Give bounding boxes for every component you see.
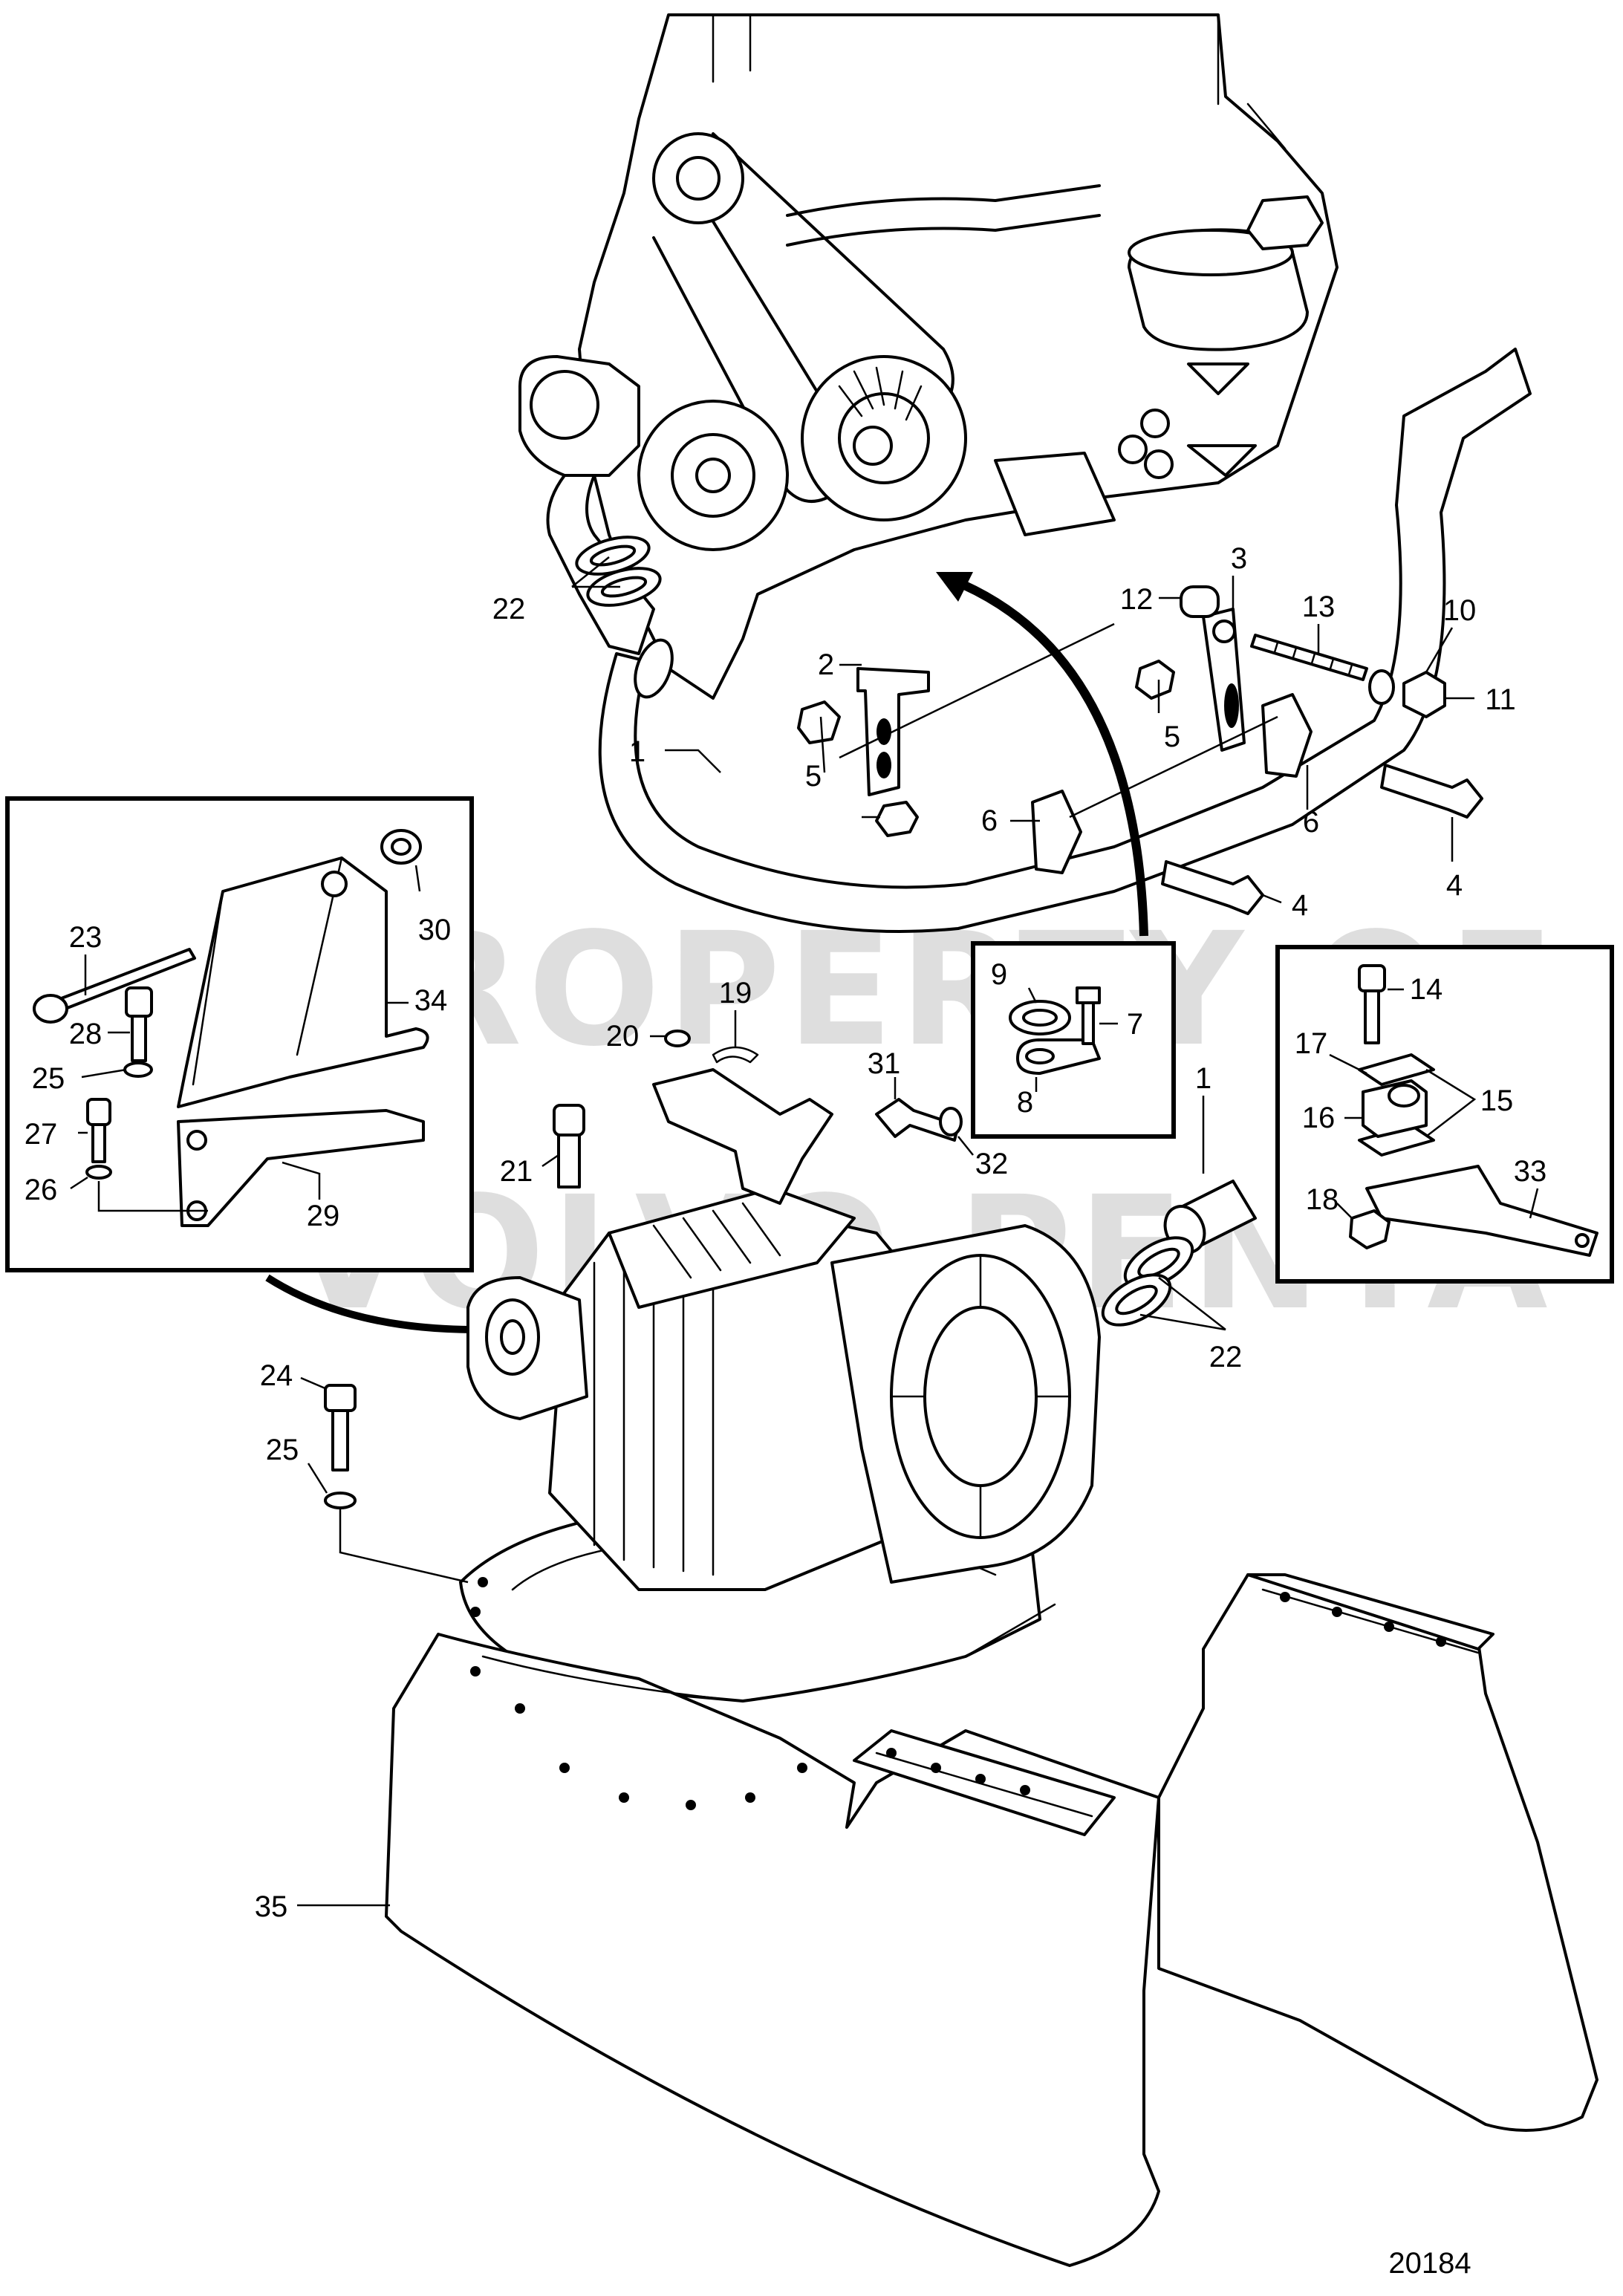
engine-hose-upper xyxy=(786,184,1101,247)
bracket-33 xyxy=(1365,1165,1598,1257)
spacer-12 xyxy=(1180,585,1220,618)
callout-6-right: 6 xyxy=(1303,806,1319,839)
mount-frame-35 xyxy=(385,1573,1598,2267)
callout-21: 21 xyxy=(500,1155,533,1188)
leader-lines xyxy=(70,556,1539,1907)
callout-8: 8 xyxy=(1017,1086,1033,1119)
callout-20: 20 xyxy=(606,1020,640,1053)
bracket-29 xyxy=(177,1109,425,1227)
callout-22-lower: 22 xyxy=(1209,1341,1243,1373)
callout-27: 27 xyxy=(25,1118,58,1151)
callout-18: 18 xyxy=(1306,1183,1339,1216)
callout-1-lower: 1 xyxy=(1195,1062,1211,1095)
engine-assembly xyxy=(518,13,1339,700)
bolt-4-right xyxy=(1380,764,1483,819)
bracket-34 xyxy=(177,856,429,1108)
callout-7: 7 xyxy=(1127,1008,1143,1041)
hose-1-body xyxy=(598,348,1532,933)
callout-9: 9 xyxy=(991,958,1007,991)
callout-14: 14 xyxy=(1410,973,1443,1006)
inset-box-left xyxy=(5,796,474,1272)
callout-11: 11 xyxy=(1485,683,1516,716)
callout-4-left: 4 xyxy=(1292,889,1308,922)
callout-6-left: 6 xyxy=(981,804,998,837)
gearbox-assembly xyxy=(324,1030,1257,1703)
callout-25-inset: 25 xyxy=(32,1062,65,1095)
callout-29: 29 xyxy=(307,1200,340,1232)
callout-30: 30 xyxy=(418,914,452,946)
callout-23: 23 xyxy=(69,921,103,954)
callout-1-upper: 1 xyxy=(629,735,645,768)
callout-4-right: 4 xyxy=(1446,869,1463,902)
hose-clamps-22-upper xyxy=(575,536,662,607)
callouts: 1 1 2 3 4 4 5 5 6 6 7 8 9 10 11 12 13 14… xyxy=(25,542,1547,1923)
drawing-number: 20184 xyxy=(1388,2247,1471,2280)
callout-26: 26 xyxy=(25,1174,58,1206)
mount-front-face xyxy=(385,1633,1160,2267)
stud-13 xyxy=(1250,634,1368,681)
callout-15: 15 xyxy=(1480,1084,1514,1117)
inset-box-center xyxy=(971,941,1176,1139)
callout-3: 3 xyxy=(1231,542,1247,575)
callout-34: 34 xyxy=(414,984,448,1017)
gearbox-top-cover xyxy=(608,1187,856,1309)
arrow-inset-to-gearbox xyxy=(265,1274,476,1333)
callout-16: 16 xyxy=(1302,1102,1336,1134)
callout-35: 35 xyxy=(255,1890,288,1923)
mount-right-leg xyxy=(1157,1573,1598,2132)
callout-17: 17 xyxy=(1295,1027,1328,1060)
callout-10: 10 xyxy=(1443,594,1477,627)
callout-31: 31 xyxy=(868,1047,901,1080)
callout-28: 28 xyxy=(69,1018,103,1050)
bracket-hardware xyxy=(797,585,1483,915)
callout-19: 19 xyxy=(719,977,752,1009)
clamp-6-right xyxy=(1261,693,1313,778)
callout-32: 32 xyxy=(975,1148,1009,1180)
callout-5-left: 5 xyxy=(805,760,822,793)
callout-13: 13 xyxy=(1302,591,1336,623)
arrow-bracket-to-inset xyxy=(949,575,1148,937)
callout-12: 12 xyxy=(1120,583,1154,616)
callout-2: 2 xyxy=(818,648,834,681)
callout-33: 33 xyxy=(1514,1155,1547,1188)
callout-25-lower: 25 xyxy=(266,1434,299,1466)
callout-5-right: 5 xyxy=(1164,721,1180,753)
shift-linkage xyxy=(652,1068,833,1205)
inset-box-right xyxy=(1275,945,1614,1284)
clamp-6-left xyxy=(1031,790,1082,874)
callout-22-upper: 22 xyxy=(492,593,526,625)
callout-24: 24 xyxy=(260,1359,293,1392)
bolt-4-left xyxy=(1161,860,1264,915)
